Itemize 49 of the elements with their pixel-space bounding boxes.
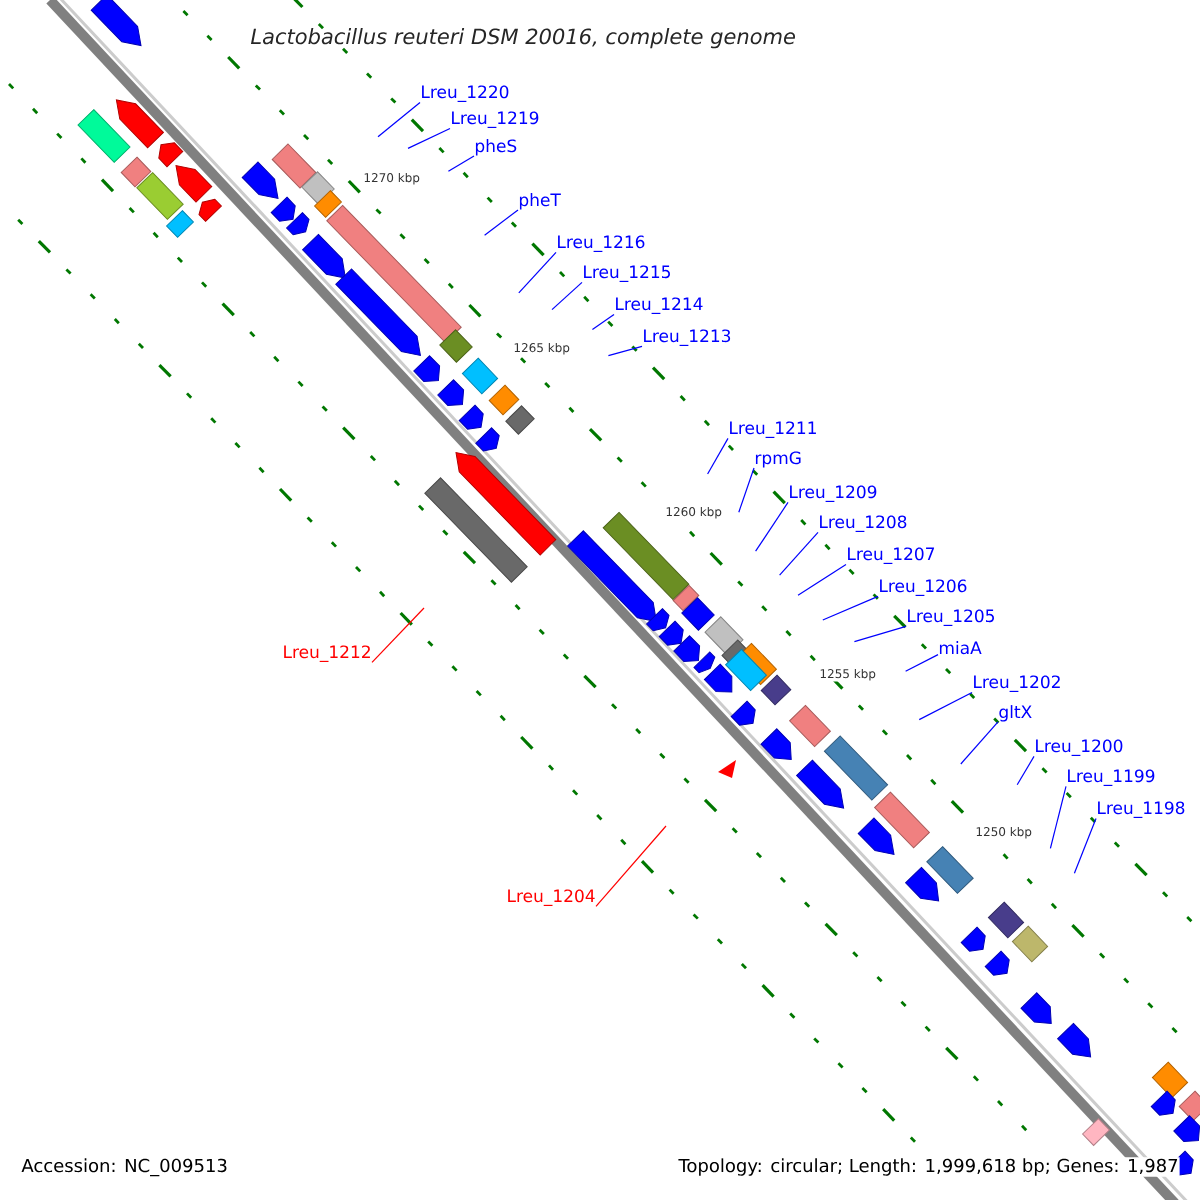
- gene-label: Lreu_1212: [284, 645, 370, 663]
- leader-line: [755, 501, 789, 552]
- leader-line: [707, 437, 729, 475]
- gene-label: gltX: [999, 705, 1032, 722]
- leader-line: [905, 654, 939, 672]
- leader-line: [595, 825, 667, 907]
- gene-label: miaA: [939, 641, 982, 655]
- leader-line: [591, 313, 615, 331]
- gene-label: Lreu_1198: [1098, 801, 1185, 819]
- leader-line: [1073, 817, 1097, 874]
- gene-label: Lreu_1200: [1036, 739, 1123, 757]
- gene-label: rpmG: [755, 451, 801, 468]
- leader-line: [822, 595, 879, 621]
- leader-line: [918, 691, 973, 721]
- leader-line: [484, 209, 519, 236]
- gene-label: pheS: [475, 139, 517, 156]
- gene-label: Lreu_1214: [616, 297, 703, 314]
- gene-label: Lreu_1208: [820, 515, 907, 532]
- leader-line: [607, 345, 643, 357]
- gene-label: Lreu_1206: [880, 579, 967, 597]
- leader-line: [738, 467, 755, 513]
- gene-label: Lreu_1204: [508, 889, 595, 907]
- leader-line: [371, 607, 425, 663]
- leader-line: [1016, 755, 1035, 786]
- gene-label: Lreu_1219: [452, 111, 539, 128]
- gene-label: Lreu_1205: [908, 609, 994, 627]
- leader-line: [779, 531, 819, 576]
- footer-text: Topology: circular; Length: 1,999,618 bp; Genes: 1,987: [677, 1157, 1180, 1177]
- gene-label: Lreu_1209: [790, 485, 877, 502]
- leader-line: [797, 563, 847, 596]
- leader-line: [1049, 785, 1067, 849]
- gene-label: Lreu_1199: [1068, 769, 1155, 787]
- leader-line: [551, 281, 583, 311]
- leader-line: [853, 625, 907, 643]
- gene-label: Lreu_1216: [558, 235, 645, 252]
- gene-label: pheT: [519, 193, 561, 210]
- title: Lactobacillus reuteri DSM 20016, complete genome: [250, 28, 795, 49]
- gene-label: Lreu_1202: [974, 675, 1060, 693]
- footer-text: Accession: NC_009513: [20, 1157, 229, 1178]
- leader-line: [377, 101, 421, 138]
- gene-label: Lreu_1211: [730, 421, 816, 438]
- leader-line: [407, 127, 451, 149]
- gene-label: Lreu_1213: [644, 329, 731, 346]
- gene-label: Lreu_1207: [848, 547, 935, 565]
- leader-line: [960, 721, 999, 765]
- leader-line: [518, 251, 557, 294]
- leader-line: [447, 155, 475, 172]
- gene-label: Lreu_1215: [584, 265, 670, 282]
- gene-label: Lreu_1220: [422, 85, 509, 102]
